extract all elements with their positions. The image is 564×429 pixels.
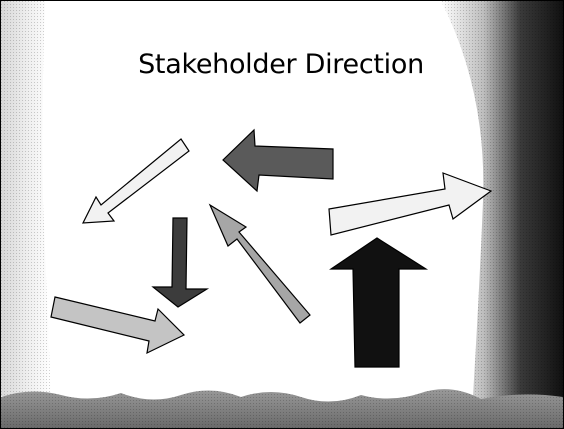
arrow-pointing-down — [151, 217, 210, 308]
arrow-pointing-right — [50, 296, 186, 355]
right-curtain — [441, 1, 563, 428]
arrow-pointing-down-left — [81, 138, 190, 224]
left-curtain — [1, 1, 51, 396]
arrow-pointing-up-left — [208, 203, 311, 324]
arrow-pointing-up — [329, 237, 429, 368]
slide-title: Stakeholder Direction — [138, 49, 424, 80]
stage-floor — [1, 389, 563, 428]
arrow-pointing-up-right — [328, 172, 493, 236]
arrow-pointing-left — [222, 128, 334, 193]
